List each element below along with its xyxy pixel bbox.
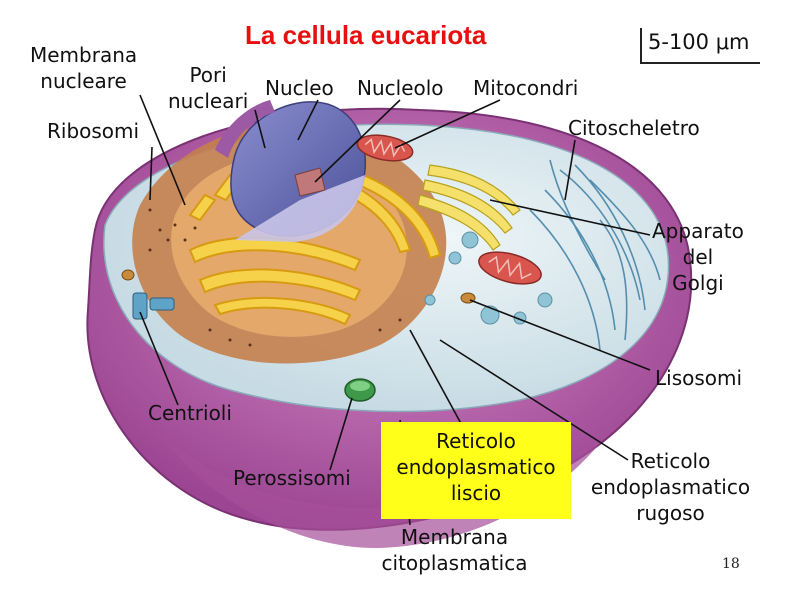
label-perossisomi: Perossisomi [233, 466, 351, 490]
label-membrana-citoplasmatica: Membrana citoplasmatica [381, 525, 528, 575]
label-membrana-nucleare: Membrana nucleare [30, 43, 138, 93]
slide-title: La cellula eucariota [245, 20, 487, 50]
vesicles [424, 231, 553, 325]
label-citoscheletro: Citoscheletro [568, 116, 700, 140]
label-reticolo-liscio: Reticolo endoplasmatico liscio [396, 429, 556, 505]
mitochondrion-right [478, 251, 542, 285]
label-pori-nucleari: Pori nucleari [168, 63, 249, 113]
nucleolus [294, 167, 326, 197]
nuclear-envelope [215, 100, 275, 158]
leader-lines [139, 94, 651, 526]
label-nucleolo: Nucleolo [357, 76, 444, 100]
peroxisome [344, 378, 376, 402]
label-centrioli: Centrioli [148, 401, 232, 425]
highlight-box [381, 422, 571, 519]
centrioles [132, 292, 175, 320]
nucleus-cut [235, 175, 365, 242]
cytoskeleton [529, 159, 661, 351]
lysosomes [121, 269, 476, 304]
label-reticolo-rugoso: Reticolo endoplasmatico rugoso [590, 449, 751, 525]
label-ribosomi: Ribosomi [47, 119, 140, 143]
scale-box [640, 28, 760, 64]
golgi-apparatus [417, 164, 521, 251]
page-number: 18 [722, 556, 740, 572]
mitochondrion-top [356, 134, 414, 162]
scale-label: 5-100 μm [648, 30, 750, 54]
label-apparato-golgi: Apparato del Golgi [652, 219, 744, 295]
ribosomes [148, 208, 402, 347]
label-nucleo: Nucleo [265, 76, 334, 100]
label-lisosomi: Lisosomi [655, 366, 743, 390]
label-mitocondri: Mitocondri [473, 76, 579, 100]
